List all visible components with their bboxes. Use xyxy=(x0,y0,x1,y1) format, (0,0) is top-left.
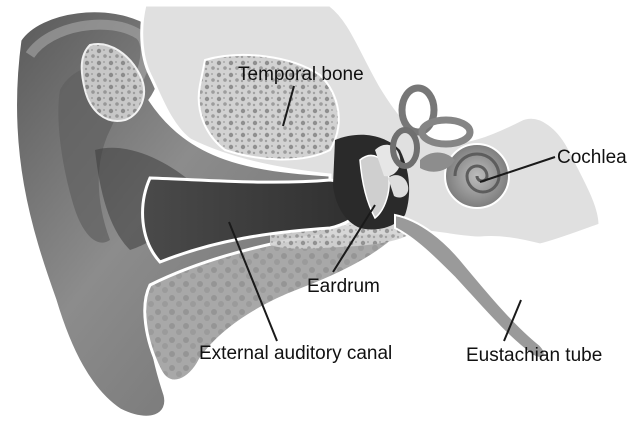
label-external-auditory-canal: External auditory canal xyxy=(199,343,392,364)
label-temporal-bone: Temporal bone xyxy=(238,64,364,85)
label-cochlea: Cochlea xyxy=(557,147,627,168)
label-eustachian-tube: Eustachian tube xyxy=(466,345,602,366)
label-eardrum: Eardrum xyxy=(307,276,380,297)
